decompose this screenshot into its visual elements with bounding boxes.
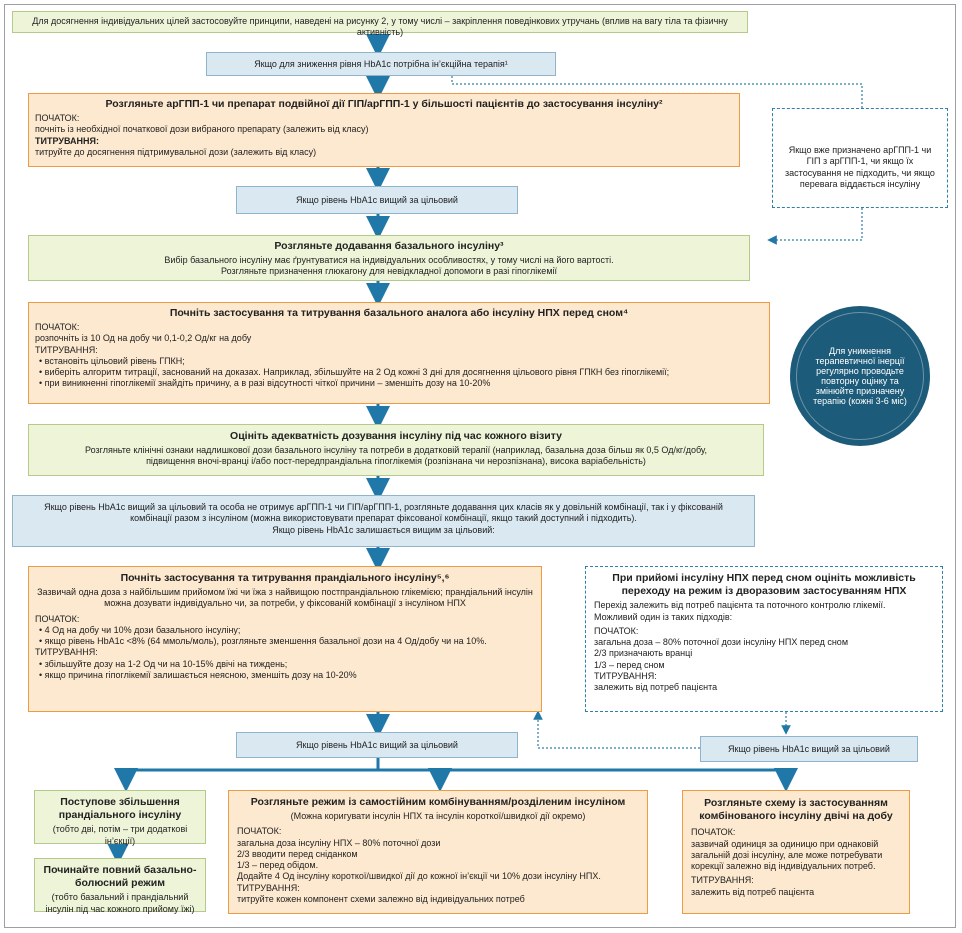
premix-titration-text: залежить від потреб пацієнта (691, 886, 815, 897)
above-target-condition-2: Якщо рівень HbA1c вищий за цільовий (236, 732, 518, 758)
side-note-text: Якщо вже призначено арГПП-1 чи ГІП з арГ… (785, 145, 935, 189)
basal-titration-label: ТИТРУВАННЯ: (35, 344, 98, 355)
glp1-title: Розгляньте арГПП-1 чи препарат подвійної… (105, 98, 663, 110)
basal-bolus-text: (тобто базальний і прандіальний інсулін … (45, 892, 195, 914)
diagram-frame (4, 4, 956, 928)
list-item: якщо рівень HbA1c <8% (64 ммоль/моль), р… (39, 636, 535, 647)
injection-needed-condition: Якщо для зниження рівня HbA1c потрібна і… (206, 52, 556, 76)
injection-needed-text: Якщо для зниження рівня HbA1c потрібна і… (254, 59, 508, 69)
side-note-box: Якщо вже призначено арГПП-1 чи ГІП з арГ… (772, 108, 948, 208)
therapeutic-inertia-circle: Для уникнення терапевтичної інерції регу… (790, 306, 930, 446)
prandial-intro2: можна дозувати індивідуально чи, за потр… (104, 598, 466, 609)
basal-titration-list: встановіть цільовий рівень ГПКН; виберіт… (35, 356, 763, 390)
assess-dose-line2: підвищення вночі-вранці і/або пост-перед… (146, 456, 646, 467)
glp-add-line3: Якщо рівень HbA1c залишається вищим за ц… (272, 524, 495, 535)
nph-intro2: Можливий один із таких підходів: (594, 611, 733, 622)
glp1-box: Розгляньте арГПП-1 чи препарат подвійної… (28, 93, 740, 167)
basal-start-text: розпочніть із 10 Од на добу чи 0,1-0,2 О… (35, 333, 252, 344)
basal-add-line1: Вибір базального інсуліну має ґрунтувати… (164, 255, 614, 266)
assess-dose-line1: Розгляньте клінічні ознаки надлишкової д… (84, 445, 708, 456)
nph-start-line: загальна доза – 80% поточної дози інсулі… (594, 637, 849, 647)
therapeutic-inertia-text: Для уникнення терапевтичної інерції регу… (813, 346, 907, 406)
list-item: при виникненні гіпоглікемії знайдіть при… (39, 378, 763, 389)
glp-add-line2: комбінації разом з інсуліном (можна вико… (130, 513, 637, 524)
above-target-condition-3: Якщо рівень HbA1c вищий за цільовий (700, 736, 918, 762)
nph-start-label: ПОЧАТОК: (594, 625, 639, 636)
behavioral-principles-text: Для досягнення індивідуальних цілей заст… (32, 16, 728, 38)
glp1-titration-text: титруйте до досягнення підтримувальної д… (35, 146, 317, 157)
split-start-line: 1/3 – перед обідом. (237, 860, 319, 871)
assess-dose-box: Оцініть адекватність дозування інсуліну … (28, 424, 764, 476)
basal-start-box: Почніть застосування та титрування базал… (28, 302, 770, 404)
split-mix-title: Розгляньте режим із самостійним комбінув… (250, 796, 626, 808)
split-start-line: загальна доза інсуліну НПХ – 80% поточно… (237, 837, 441, 848)
basal-start-label: ПОЧАТОК: (35, 322, 80, 333)
premix-title: Розгляньте схему із застосуванням комбін… (699, 797, 893, 823)
stepwise-prandial-box: Поступове збільшення прандіального інсул… (34, 790, 206, 846)
list-item: якщо причина гіпоглікемії залишається не… (39, 670, 535, 681)
nph-start-line: 2/3 призначають вранці (594, 648, 693, 659)
basal-start-title: Почніть застосування та титрування базал… (169, 307, 629, 319)
list-item: 4 Од на добу чи 10% дози базального інсу… (39, 625, 535, 636)
glp1-start-label: ПОЧАТОК: (35, 113, 80, 124)
split-titration-text: титруйте кожен компонент схеми залежно в… (237, 893, 525, 904)
glp-add-line1: Якщо рівень HbA1c вищий за цільовий та о… (44, 502, 723, 512)
nph-start-line: 1/3 – перед сном (594, 659, 665, 670)
stepwise-title: Поступове збільшення прандіального інсул… (58, 796, 182, 822)
assess-dose-title: Оцініть адекватність дозування інсуліну … (230, 430, 562, 442)
prandial-titration-list: збільшуйте дозу на 1-2 Од чи на 10-15% д… (35, 659, 535, 682)
list-item: збільшуйте дозу на 1-2 Од чи на 10-15% д… (39, 659, 535, 670)
split-mix-subtitle: (Можна коригувати інсулін НПХ та інсулін… (290, 811, 586, 822)
above-target-condition-1: Якщо рівень HbA1c вищий за цільовий (236, 186, 518, 214)
nph-box: При прийомі інсуліну НПХ перед сном оцін… (585, 566, 943, 712)
nph-title: При прийомі інсуліну НПХ перед сном оцін… (612, 572, 916, 598)
behavioral-principles-box: Для досягнення індивідуальних цілей заст… (12, 11, 748, 37)
above-target-text-2: Якщо рівень HbA1c вищий за цільовий (296, 740, 458, 750)
split-start-line: 2/3 вводити перед сніданком (237, 848, 358, 859)
glp1-start-text: почніть із необхідної початкової дози ви… (35, 124, 369, 135)
split-titration-label: ТИТРУВАННЯ: (237, 882, 300, 893)
list-item: встановіть цільовий рівень ГПКН; (39, 356, 763, 367)
basal-bolus-title: Починайте повний базально-болюсний режим (43, 864, 197, 890)
split-start-label: ПОЧАТОК: (237, 826, 282, 837)
glp-add-condition-box: Якщо рівень HbA1c вищий за цільовий та о… (12, 495, 755, 547)
premix-start-text: зазвичай одиниця за одиницю при однакові… (691, 838, 883, 872)
list-item: виберіть алгоритм титрації, заснований н… (39, 367, 763, 378)
split-start-line: Додайте 4 Од інсуліну короткої/швидкої д… (237, 871, 601, 882)
prandial-box: Почніть застосування та титрування пранд… (28, 566, 542, 712)
glp1-titration-label: ТИТРУВАННЯ: (35, 135, 99, 146)
nph-titration-label: ТИТРУВАННЯ: (594, 670, 657, 681)
basal-add-title: Розгляньте додавання базального інсуліну… (274, 240, 504, 252)
prandial-start-label: ПОЧАТОК: (35, 613, 80, 624)
nph-titration-text: залежить від потреб пацієнта (594, 682, 718, 692)
stepwise-text: (тобто дві, потім – три додаткові ін’єкц… (52, 824, 188, 846)
premix-box: Розгляньте схему із застосуванням комбін… (682, 790, 910, 914)
prandial-titration-label: ТИТРУВАННЯ: (35, 647, 98, 658)
nph-intro1: Перехід залежить від потреб пацієнта та … (594, 600, 886, 611)
above-target-text-3: Якщо рівень HbA1c вищий за цільовий (728, 744, 890, 754)
prandial-start-list: 4 Од на добу чи 10% дози базального інсу… (35, 625, 535, 648)
prandial-intro1: Зазвичай одна доза з найбільшим прийомом… (37, 587, 533, 598)
basal-bolus-box: Починайте повний базально-болюсний режим… (34, 858, 206, 914)
basal-add-box: Розгляньте додавання базального інсуліну… (28, 235, 750, 281)
prandial-title: Почніть застосування та титрування пранд… (120, 572, 450, 584)
premix-start-label: ПОЧАТОК: (691, 827, 736, 838)
split-mix-box: Розгляньте режим із самостійним комбінув… (228, 790, 648, 914)
above-target-text-1: Якщо рівень HbA1c вищий за цільовий (296, 195, 458, 205)
premix-titration-label: ТИТРУВАННЯ: (691, 875, 754, 886)
basal-add-line2: Розгляньте призначення глюкагону для нев… (220, 266, 558, 277)
